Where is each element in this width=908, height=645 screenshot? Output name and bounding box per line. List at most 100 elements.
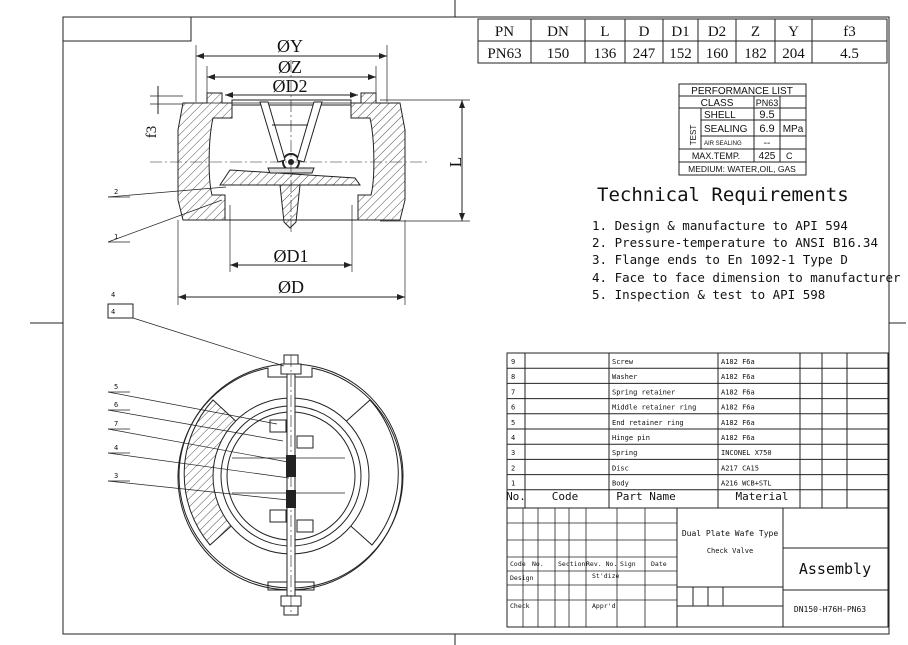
spec-value-d2: 160 bbox=[706, 46, 729, 62]
bom-row-no: 4 bbox=[511, 434, 515, 442]
perf-sealing-value: 6.9 bbox=[759, 123, 774, 135]
tb-stdize: St'dize bbox=[592, 572, 619, 580]
corner-box bbox=[62, 16, 192, 42]
title-name-line2: Check Valve bbox=[707, 547, 753, 555]
bom-row-material: A182 F6a bbox=[721, 373, 755, 381]
bom-row-part: End retainer ring bbox=[612, 419, 684, 427]
perf-test-label: TEST bbox=[689, 125, 698, 146]
bom-row-no: 9 bbox=[511, 358, 515, 366]
end-view: 4 4 5 6 7 4 3 bbox=[107, 291, 404, 616]
spec-value-pn: PN63 bbox=[487, 46, 521, 62]
tb-apprd: Appr'd bbox=[592, 602, 616, 610]
bom-row-material: A182 F6a bbox=[721, 419, 755, 427]
bom-row-no: 3 bbox=[511, 449, 515, 457]
perf-air-label: AIR SEALING bbox=[704, 141, 742, 147]
perf-medium: MEDIUM: WATER,OIL, GAS bbox=[688, 164, 796, 174]
bom-row-part: Middle retainer ring bbox=[612, 404, 696, 412]
bom-row-no: 2 bbox=[511, 464, 515, 472]
requirement-item: 2. Pressure-temperature to ANSI B16.34 bbox=[592, 235, 878, 250]
bom-row-no: 1 bbox=[511, 480, 515, 488]
dim-y: ØY bbox=[277, 36, 303, 56]
tb-date: Date bbox=[651, 560, 667, 568]
spec-header-y: Y bbox=[788, 24, 799, 40]
bom-header-code: Code bbox=[552, 490, 579, 503]
requirements-title: Technical Requirements bbox=[597, 184, 849, 206]
spec-value-z: 182 bbox=[744, 46, 767, 62]
bom-row-material: A216 WCB+STL bbox=[721, 480, 772, 488]
requirement-item: 4. Face to face dimension to manufacture… bbox=[592, 270, 901, 285]
bom-row-material: INCONEL X750 bbox=[721, 449, 772, 457]
perf-maxtemp-label: MAX.TEMP. bbox=[692, 151, 740, 161]
perf-air-value: -- bbox=[764, 138, 771, 149]
title-name-line1: Dual Plate Wafe Type bbox=[682, 529, 779, 538]
bom-header-no: No. bbox=[506, 490, 526, 503]
bom-row-part: Disc bbox=[612, 464, 629, 472]
callout-4: 4 bbox=[114, 444, 118, 452]
callout-3: 3 bbox=[114, 472, 118, 480]
bom-row-material: A217 CA15 bbox=[721, 464, 759, 472]
performance-list: PERFORMANCE LIST CLASS PN63 TEST SHELL 9… bbox=[678, 83, 807, 176]
technical-requirements: Technical Requirements 1. Design & manuf… bbox=[592, 184, 901, 302]
spec-value-f3: 4.5 bbox=[840, 46, 859, 62]
drawing-number: DN150-H76H-PN63 bbox=[794, 605, 866, 614]
perf-sealing-label: SEALING bbox=[704, 124, 748, 135]
requirement-item: 3. Flange ends to En 1092-1 Type D bbox=[592, 252, 848, 267]
callout-box-label: 4 bbox=[111, 308, 115, 316]
tb-check: Check bbox=[510, 602, 530, 610]
spec-header-l: L bbox=[600, 24, 609, 40]
callout-top-1: 1 bbox=[114, 233, 118, 241]
spec-value-l: 136 bbox=[594, 46, 617, 62]
dim-d2: ØD2 bbox=[273, 76, 308, 96]
callout-5: 5 bbox=[114, 383, 118, 391]
spec-header-d: D bbox=[639, 24, 650, 40]
section-view: ØY ØZ ØD2 f3 L bbox=[107, 36, 470, 305]
spec-value-dn: 150 bbox=[547, 46, 570, 62]
bom-row-no: 8 bbox=[511, 373, 515, 381]
bom-row-material: A182 F6a bbox=[721, 404, 755, 412]
requirement-item: 1. Design & manufacture to API 594 bbox=[592, 218, 848, 233]
tb-no: No. bbox=[532, 560, 544, 568]
callout-7: 7 bbox=[114, 420, 118, 428]
perf-class-value: PN63 bbox=[756, 98, 779, 108]
tb-sign: Sign bbox=[620, 560, 636, 568]
spec-header-f3: f3 bbox=[843, 24, 856, 40]
bom-row-no: 7 bbox=[511, 388, 515, 396]
callout-top-2: 2 bbox=[114, 188, 118, 196]
spec-value-d1: 152 bbox=[669, 46, 692, 62]
bom-row-part: Screw bbox=[612, 358, 634, 366]
bom-row-part: Spring retainer bbox=[612, 388, 675, 396]
spec-header-z: Z bbox=[751, 24, 760, 40]
bom-row-material: A182 F6a bbox=[721, 358, 755, 366]
tb-design: Design bbox=[510, 574, 534, 582]
bom-row-part: Washer bbox=[612, 373, 637, 381]
spec-header-d1: D1 bbox=[671, 24, 689, 40]
bom-row-no: 6 bbox=[511, 404, 515, 412]
spec-header-pn: PN bbox=[495, 24, 514, 40]
perf-maxtemp-value: 425 bbox=[759, 151, 776, 162]
callout-bottom-small: 4 bbox=[111, 291, 115, 299]
tb-rev-no: Rev. No. bbox=[586, 560, 617, 568]
spec-header-dn: DN bbox=[547, 24, 569, 40]
sheet-border bbox=[62, 16, 890, 635]
dim-z: ØZ bbox=[278, 57, 302, 77]
dim-d1: ØD1 bbox=[274, 246, 309, 266]
assembly-label: Assembly bbox=[799, 560, 871, 578]
bom-row-material: A182 F6a bbox=[721, 434, 755, 442]
dim-f3: f3 bbox=[144, 126, 160, 139]
bom-row-no: 5 bbox=[511, 419, 515, 427]
bom-header-material: Material bbox=[736, 490, 789, 503]
spec-value-d: 247 bbox=[633, 46, 656, 62]
callout-6: 6 bbox=[114, 401, 118, 409]
perf-shell-value: 9.5 bbox=[759, 109, 774, 121]
tb-section: Section bbox=[558, 560, 585, 568]
requirement-item: 5. Inspection & test to API 598 bbox=[592, 287, 825, 302]
spec-header-d2: D2 bbox=[708, 24, 726, 40]
bom-header-part: Part Name bbox=[616, 490, 676, 503]
bom-row-part: Body bbox=[612, 480, 629, 488]
perf-maxtemp-unit: C bbox=[786, 151, 793, 161]
dim-d: ØD bbox=[278, 277, 304, 297]
callout-box bbox=[107, 303, 134, 319]
bom-row-part: Hinge pin bbox=[612, 434, 650, 442]
bom-row-part: Spring bbox=[612, 449, 637, 457]
